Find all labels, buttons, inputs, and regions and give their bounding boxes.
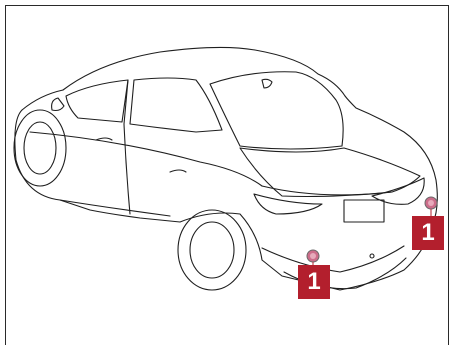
sensor-left xyxy=(307,250,319,262)
rocker-panel xyxy=(60,200,170,216)
callout-badge-left: 1 xyxy=(298,265,330,299)
callout-label-left: 1 xyxy=(307,268,320,295)
door-seam xyxy=(124,124,130,214)
rear-window xyxy=(210,72,343,149)
license-plate xyxy=(344,200,384,222)
car-body-top-left xyxy=(22,90,63,110)
car-body-outline xyxy=(15,96,437,290)
rear-marker xyxy=(370,254,374,258)
front-window xyxy=(66,80,128,122)
sensor-right xyxy=(425,197,437,209)
side-mirror xyxy=(52,98,64,111)
rear-door-handle xyxy=(170,170,186,172)
trunk-lid xyxy=(240,148,420,197)
front-door-handle xyxy=(96,138,112,140)
front-wheel-hub xyxy=(24,122,56,174)
rear-bumper xyxy=(262,246,404,272)
car-roof xyxy=(63,47,345,96)
front-wheel xyxy=(14,110,66,186)
trunk-edge xyxy=(262,186,392,195)
callout-badge-right: 1 xyxy=(412,216,444,250)
rear-wheel-hub xyxy=(190,222,234,278)
callout-label-right: 1 xyxy=(421,219,434,246)
roof-antenna xyxy=(262,79,272,88)
rear-side-window xyxy=(130,78,222,132)
